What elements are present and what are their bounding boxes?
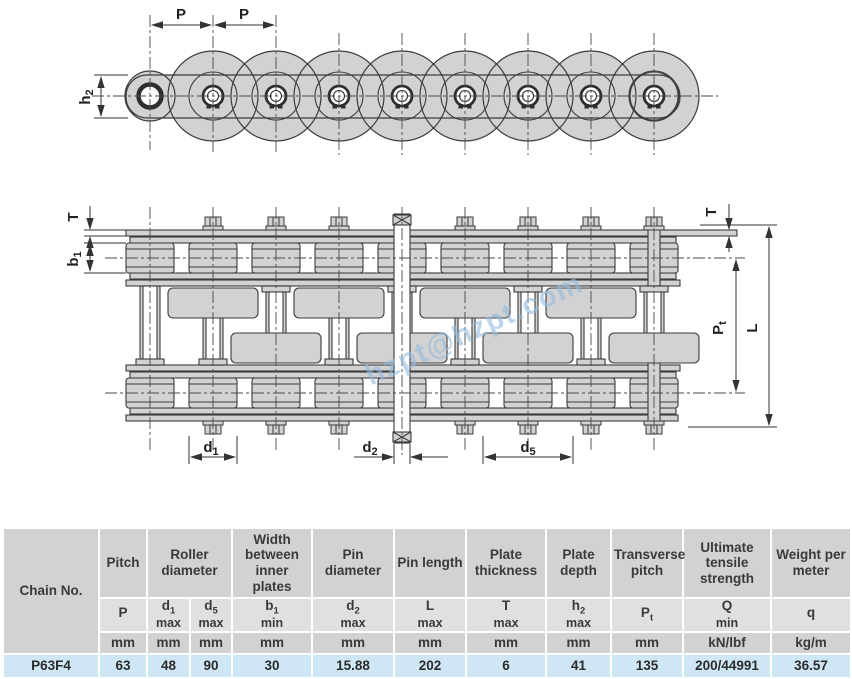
dim-label-pitch-2: P (239, 6, 249, 23)
header-width-between-inner-plates: Width between inner plates (233, 529, 312, 597)
value-d1: 48 (148, 654, 189, 677)
spec-table: Chain No. Pitch Roller diameter Width be… (2, 527, 852, 679)
header-pin-diameter: Pin diameter (313, 529, 394, 597)
unit-h2: mm (547, 632, 611, 653)
header-plate-depth: Plate depth (547, 529, 611, 597)
unit-d2: mm (313, 632, 394, 653)
value-d2: 15.88 (313, 654, 394, 677)
symbol-Pt: Pt (612, 599, 683, 631)
dim-label-roller-dia-small: d1 (203, 439, 218, 458)
header-plate-thickness: Plate thickness (467, 529, 546, 597)
unit-L: mm (395, 632, 466, 653)
dim-label-inner-width: b1 (65, 251, 84, 266)
value-T: 6 (467, 654, 546, 677)
dim-label-pin-dia: d2 (362, 439, 377, 458)
value-h2: 41 (547, 654, 611, 677)
dim-label-plate-depth: h2 (77, 89, 96, 104)
table-row: P63F4 63 48 90 30 15.88 202 6 41 135 200… (4, 654, 851, 677)
dim-label-roller-dia-large: d5 (520, 439, 535, 458)
unit-T: mm (467, 632, 546, 653)
header-pitch: Pitch (100, 529, 146, 597)
unit-pitch: mm (100, 632, 146, 653)
value-Q: 200/44991 (684, 654, 771, 677)
value-d5: 90 (191, 654, 232, 677)
dim-label-pitch-1: P (176, 6, 186, 23)
dim-label-transverse-pitch: Pt (710, 321, 729, 335)
value-b1: 30 (233, 654, 312, 677)
header-ultimate-tensile-strength: Ultimate tensile strength (684, 529, 771, 597)
unit-d5: mm (191, 632, 232, 653)
symbol-P: P (100, 599, 146, 631)
unit-Pt: mm (612, 632, 683, 653)
value-L: 202 (395, 654, 466, 677)
header-pin-length: Pin length (395, 529, 466, 597)
value-chain-no: P63F4 (4, 654, 98, 677)
unit-q: kg/m (772, 632, 851, 653)
unit-Q: kN/lbf (684, 632, 771, 653)
header-weight-per-meter: Weight per meter (772, 529, 851, 597)
dim-label-plate-thickness-left: T (65, 212, 82, 221)
header-chain-no: Chain No. (4, 529, 98, 653)
technical-drawing: P P h2 (65, 6, 777, 464)
symbol-q: q (772, 599, 851, 631)
header-transverse-pitch: Transverse pitch (612, 529, 685, 597)
header-roller-diameter: Roller diameter (148, 529, 232, 597)
value-pitch: 63 (100, 654, 146, 677)
unit-b1: mm (233, 632, 312, 653)
value-q: 36.57 (772, 654, 851, 677)
side-view-diagram: P P h2 (77, 6, 718, 155)
unit-d1: mm (148, 632, 189, 653)
dim-label-plate-thickness-right: T (703, 207, 720, 216)
value-Pt: 135 (612, 654, 683, 677)
plan-view-diagram: T b1 T Pt L d1 d2 d5 (65, 204, 777, 464)
dim-label-pin-length: L (744, 323, 761, 332)
